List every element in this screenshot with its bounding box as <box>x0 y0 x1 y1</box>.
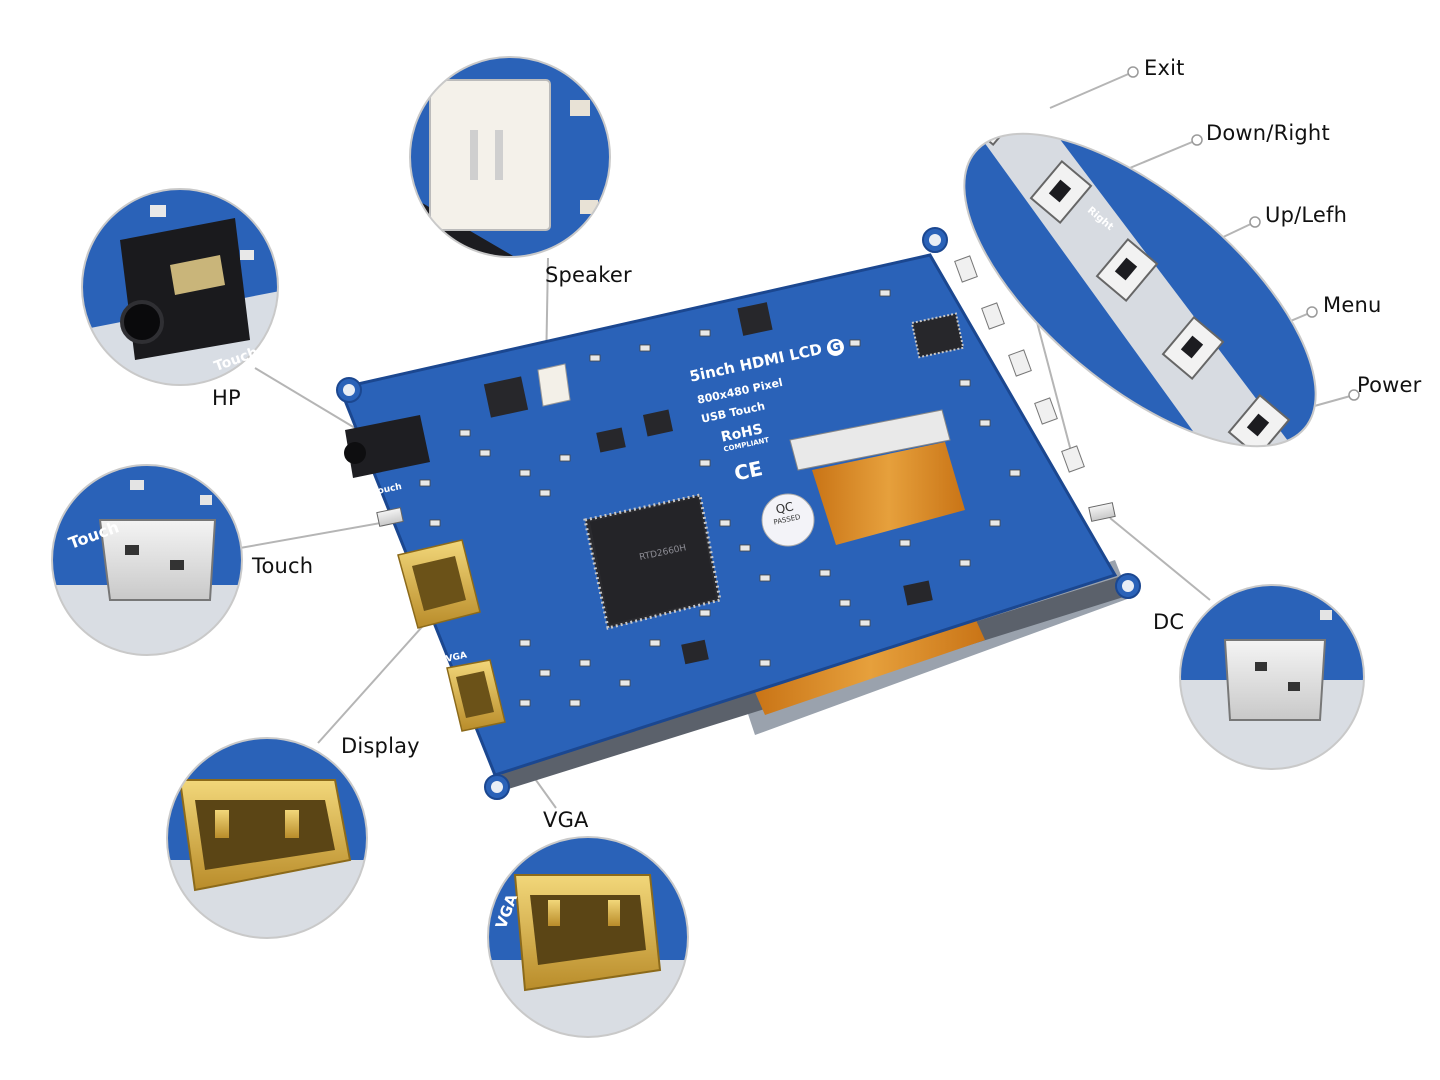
callout-exit: Exit <box>1144 56 1185 80</box>
zoom-vga <box>487 836 689 1038</box>
callout-power: Power <box>1357 373 1422 397</box>
zoom-display <box>166 737 368 939</box>
zoom-hp <box>81 188 279 386</box>
callout-display: Display <box>341 734 420 758</box>
chip <box>596 427 626 453</box>
smd-components <box>419 289 1021 707</box>
pcb <box>337 253 1118 777</box>
callout-touch: Touch <box>252 554 314 578</box>
callout-down-right: Down/Right <box>1206 121 1330 145</box>
dc-usb-port <box>1088 502 1116 522</box>
callout-dc: DC <box>1153 610 1185 634</box>
speaker-connector <box>537 363 571 407</box>
chip <box>681 639 709 665</box>
callout-hp: HP <box>212 386 241 410</box>
zoom-dc <box>1179 584 1365 770</box>
chip <box>483 376 529 418</box>
chip <box>910 312 965 359</box>
lcd-board: RTD2660H <box>336 227 1141 800</box>
chip <box>642 409 674 437</box>
hdmi-connector <box>397 539 481 629</box>
main-chip: RTD2660H <box>583 493 722 630</box>
leader-dots <box>1127 66 1360 401</box>
chip <box>903 580 933 606</box>
zoom-buttons <box>950 79 1317 501</box>
chip <box>737 302 773 336</box>
callout-up-left: Up/Lefh <box>1265 203 1348 227</box>
zoom-touch <box>51 464 243 656</box>
touch-usb-port <box>376 507 404 527</box>
callout-speaker: Speaker <box>545 263 632 287</box>
side-buttons <box>954 255 1085 473</box>
vga-connector <box>446 659 506 732</box>
fpc-connector <box>789 409 965 545</box>
callout-menu: Menu <box>1323 293 1382 317</box>
callout-vga: VGA <box>543 808 589 832</box>
hp-jack <box>344 415 430 478</box>
zoom-speaker <box>409 56 611 258</box>
board-version-mark: G <box>825 337 846 358</box>
qc-sticker <box>761 493 815 547</box>
